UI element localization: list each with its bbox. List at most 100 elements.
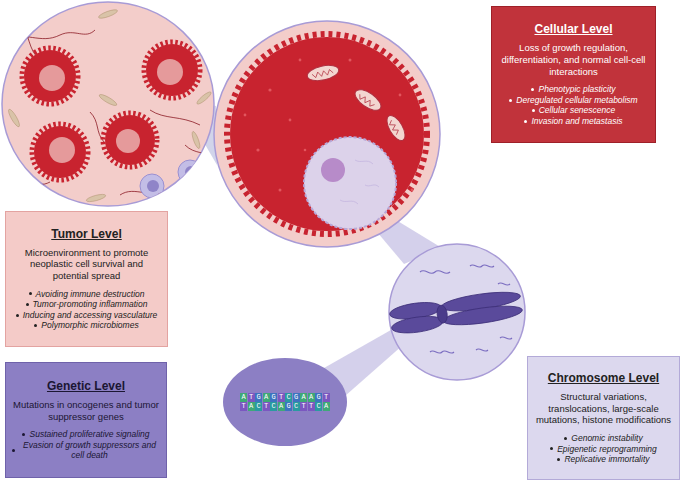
immune-body — [178, 160, 202, 184]
cell-nucleus — [49, 137, 75, 163]
bullet-text: Epigenetic reprogramming — [557, 444, 657, 455]
chromosome-circle — [389, 244, 525, 380]
dot — [289, 119, 292, 122]
bullet-item: Genomic instability — [564, 433, 642, 444]
tumor-cell — [22, 48, 78, 104]
level-box: Chromosome LevelStructural variations, t… — [527, 356, 680, 480]
mitochondrion — [383, 113, 408, 144]
fibroblasts — [7, 8, 213, 203]
bullet-dot — [22, 433, 25, 436]
bullet-text: Invasion and metastasis — [531, 116, 622, 127]
cell-membrane — [144, 42, 200, 98]
fibroblast — [7, 108, 22, 128]
dot — [299, 59, 302, 62]
bullet-dot — [550, 447, 553, 450]
vessel — [150, 110, 200, 125]
chromatin-strand — [365, 185, 379, 187]
chromatin-strand — [355, 160, 373, 164]
bullet-text: Inducing and accessing vasculature — [23, 310, 158, 321]
dot — [244, 114, 247, 117]
cristae — [312, 69, 400, 135]
chromatin-strand — [340, 200, 358, 204]
dot — [411, 189, 414, 192]
cell-body — [230, 37, 424, 231]
centromere — [436, 304, 448, 323]
bullet-item: Cellular senescence — [532, 105, 616, 116]
bullet-text: Sustained proliferative signaling — [29, 429, 149, 440]
bullet-item: Invasion and metastasis — [524, 116, 622, 127]
tumor-contents — [5, 8, 214, 203]
bullet-text: Cellular senescence — [539, 105, 616, 116]
bullet-item: Avoiding immune destruction — [29, 289, 145, 300]
bullet-item: Tumor-promoting inflammation — [26, 299, 148, 310]
blood-vessels — [5, 20, 214, 195]
tumor-cell — [32, 124, 88, 180]
box-body: Loss of growth regulation, differentiati… — [498, 42, 649, 77]
chromatid-arm — [442, 302, 523, 328]
fibroblast — [98, 8, 119, 20]
bullet-text: Evasion of growth suppressors and cell d… — [19, 440, 160, 461]
bullet-text: Replicative immortality — [564, 454, 649, 465]
squiggle — [430, 351, 454, 353]
nucleolus — [321, 158, 345, 182]
mitochondria — [306, 63, 409, 144]
fibroblast — [191, 131, 202, 150]
mitochondrion — [352, 86, 385, 115]
bullet-item: Replicative immortality — [557, 454, 649, 465]
fibroblast — [98, 93, 118, 108]
mitochondrion — [306, 63, 340, 83]
bullet-dot — [509, 99, 512, 102]
bullet-item: Sustained proliferative signaling — [22, 429, 149, 440]
bullet-text: Phenotypic plasticity — [538, 84, 615, 95]
bullet-dot — [29, 292, 32, 295]
bullet-dot — [531, 88, 534, 91]
dot — [256, 148, 259, 151]
cell-membrane — [103, 113, 157, 167]
immune-body — [140, 174, 164, 198]
cell-membrane — [227, 34, 427, 234]
cell-circle — [214, 21, 440, 247]
cell-nucleus — [116, 129, 140, 153]
nucleus — [304, 137, 396, 229]
box-title: Cellular Level — [534, 22, 612, 36]
bullet-text: Tumor-promoting inflammation — [33, 299, 148, 310]
dna-ellipse — [223, 358, 347, 446]
box-body: Microenvironment to promote neoplastic c… — [12, 247, 161, 282]
level-box: Cellular LevelLoss of growth regulation,… — [491, 6, 656, 143]
tumor-cell — [144, 42, 200, 98]
bullet-item: Inducing and accessing vasculature — [16, 310, 158, 321]
vessel — [5, 30, 95, 40]
bullet-item: Epigenetic reprogramming — [550, 444, 657, 455]
bullet-dot — [34, 324, 37, 327]
tumor-circle — [2, 2, 214, 206]
level-box: Tumor LevelMicroenvironment to promote n… — [5, 211, 168, 347]
bullet-text: Avoiding immune destruction — [36, 289, 145, 300]
squiggle — [476, 349, 488, 351]
dot — [349, 59, 352, 62]
cell-nucleus — [39, 65, 65, 91]
cell-membrane — [32, 124, 88, 180]
bullet-dot — [564, 437, 567, 440]
dot — [279, 189, 282, 192]
dna-strand: TACTCAGCTTCA — [240, 402, 331, 411]
squiggle — [500, 337, 512, 339]
crista — [358, 93, 376, 107]
bullet-dot — [557, 458, 560, 461]
squiggle — [498, 283, 510, 285]
tumor-cell — [103, 113, 157, 167]
bullet-dot — [16, 314, 19, 317]
fibroblast — [86, 193, 107, 203]
immune-nucleus — [185, 166, 197, 178]
chromatid-arm — [391, 314, 445, 336]
bullet-text: Polymorphic microbiomes — [41, 320, 138, 331]
bullet-item: Phenotypic plasticity — [531, 84, 615, 95]
bullet-text: Genomic instability — [571, 433, 642, 444]
bullet-dot — [12, 449, 15, 452]
crista — [312, 69, 334, 78]
immune-cell — [140, 174, 164, 198]
fibroblast — [196, 90, 213, 105]
chromatin — [340, 160, 379, 204]
vessel — [10, 181, 50, 185]
crista — [388, 120, 400, 135]
